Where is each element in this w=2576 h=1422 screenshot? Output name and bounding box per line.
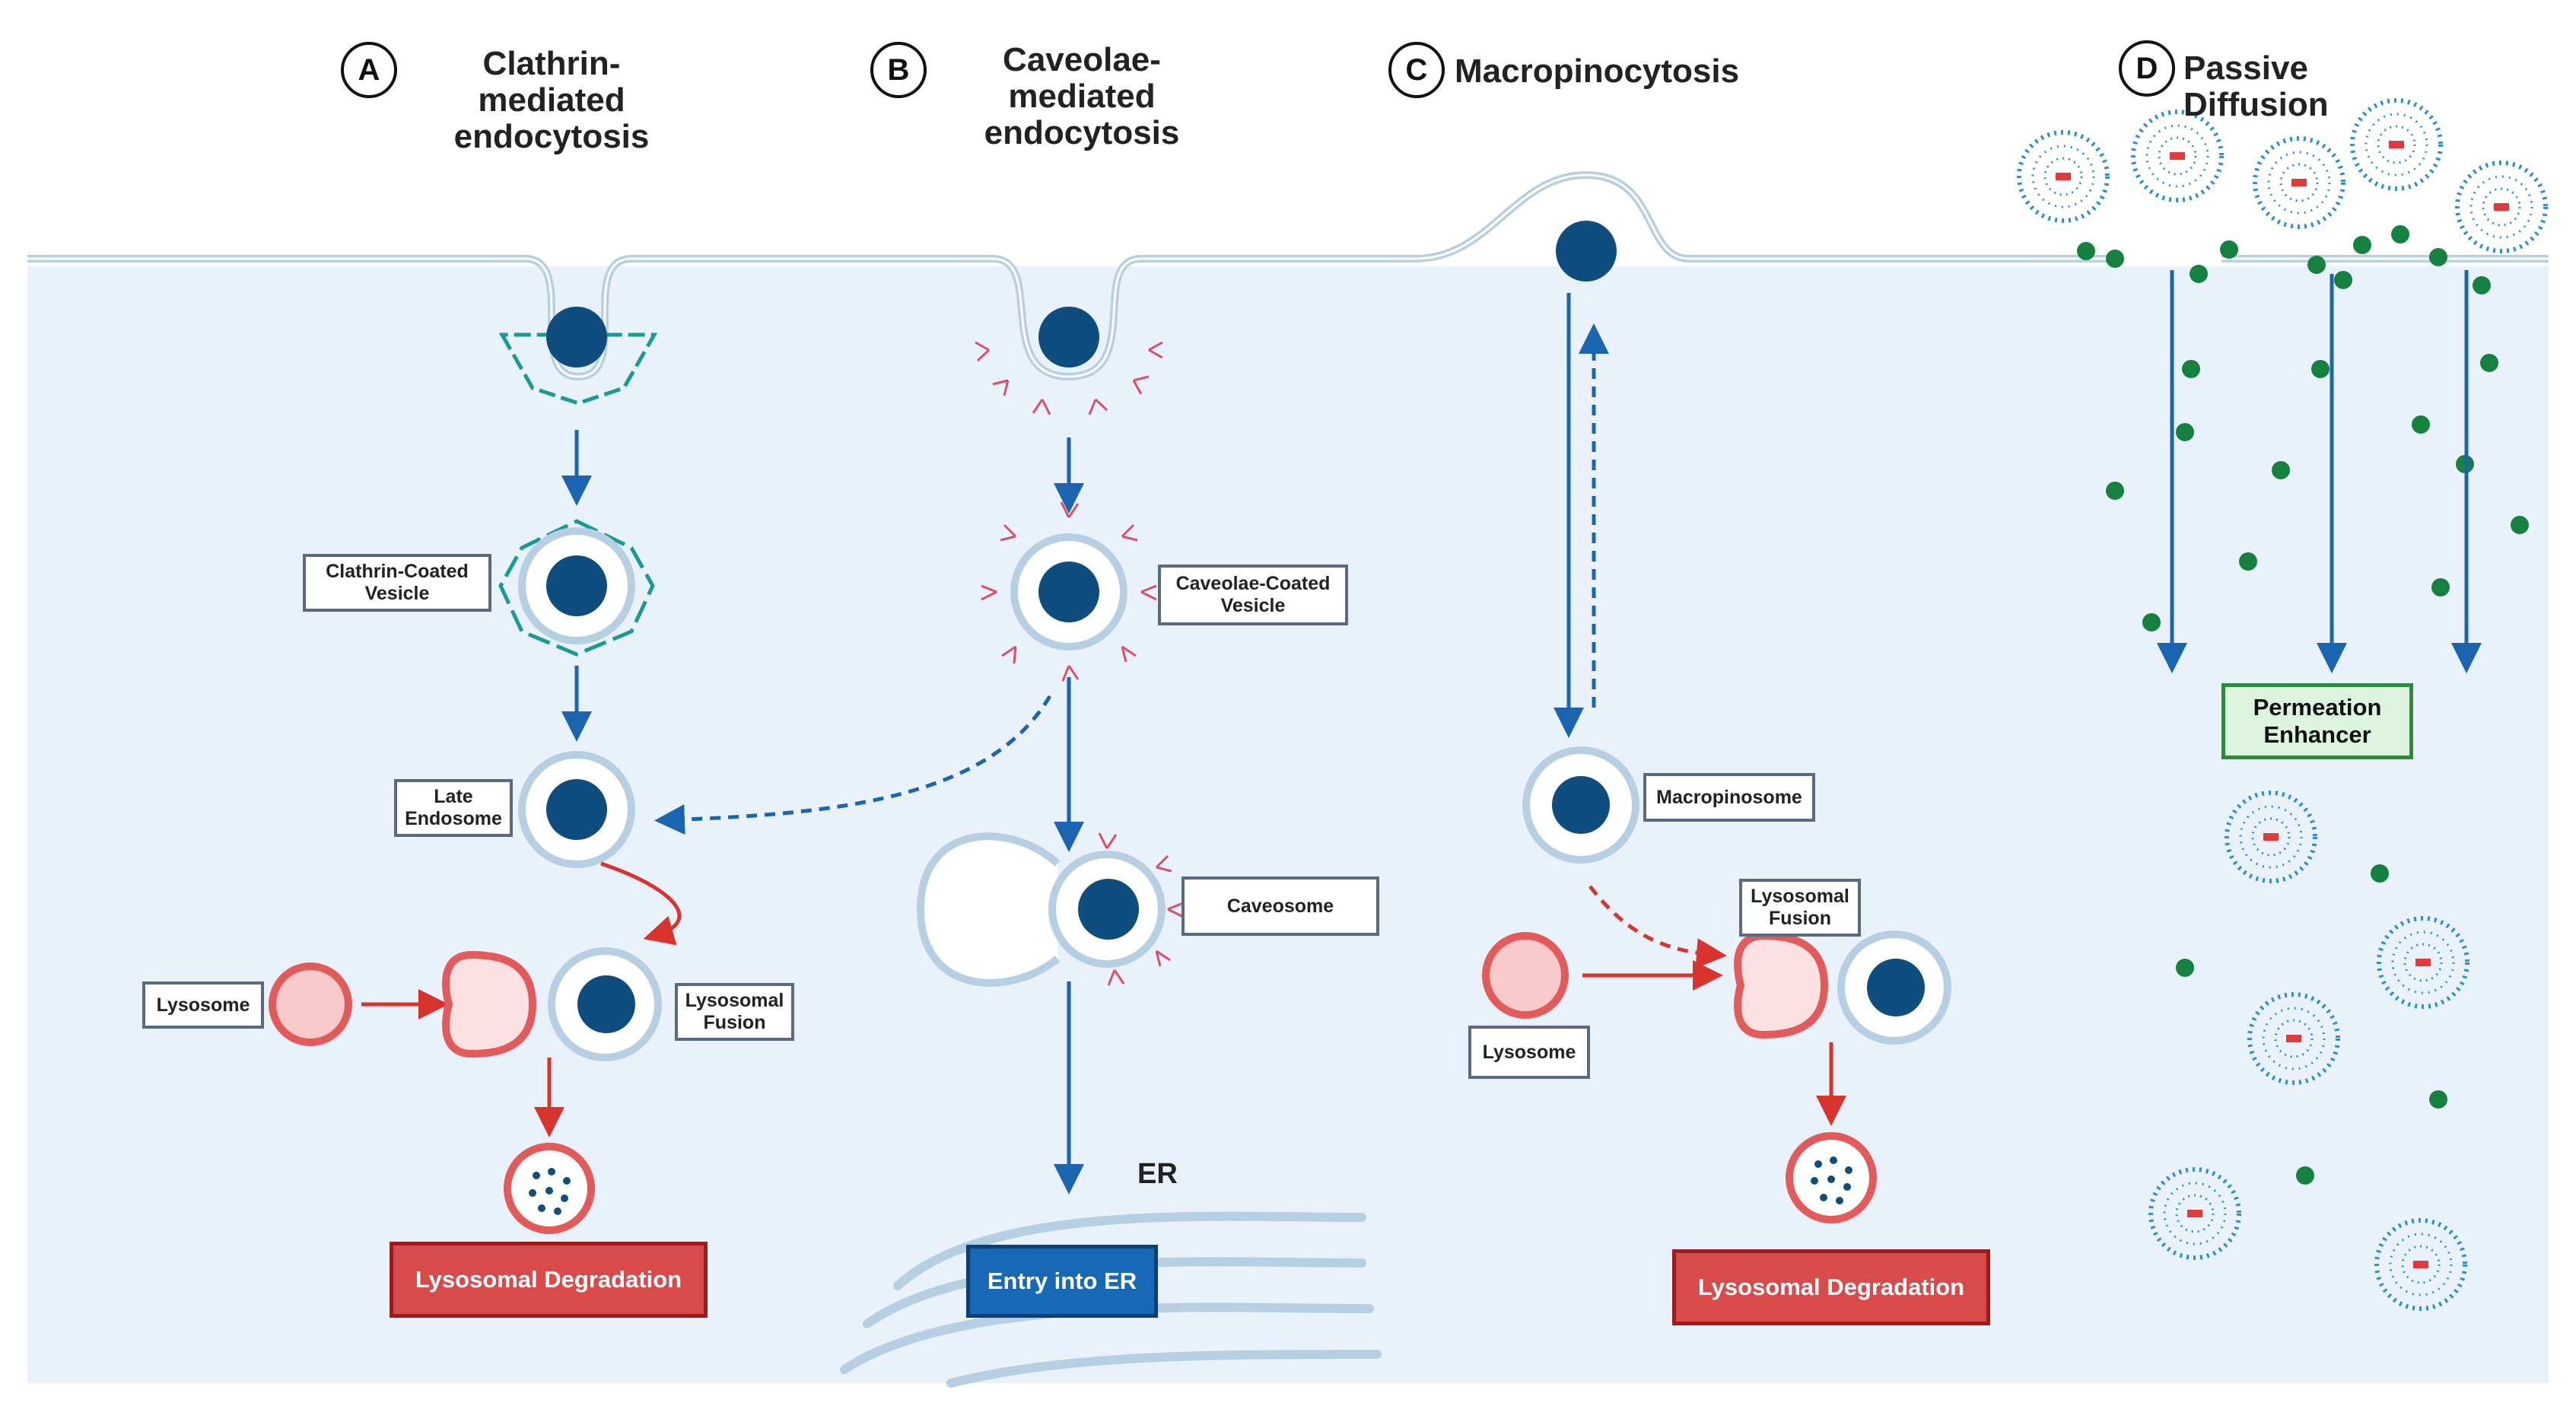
label-macropinosome: Macropinosome xyxy=(1643,773,1815,822)
badge-a: A xyxy=(341,42,397,98)
caveolae-coated-vesicle xyxy=(981,501,1157,682)
clathrin-coated-vesicle xyxy=(498,519,655,657)
box-lysosomal-degradation-c: Lysosomal Degradation xyxy=(1672,1249,1990,1325)
arrow-a3-red xyxy=(600,861,682,946)
heading-caveolae: Caveolae-mediated endocytosis xyxy=(937,42,1226,151)
box-entry-into-er: Entry into ER xyxy=(966,1245,1158,1318)
label-fusion-c-line1: Lysosomal xyxy=(1751,886,1849,907)
heading-passive-diffusion: Passive Diffusion xyxy=(2183,49,2329,123)
label-caveosome: Caveosome xyxy=(1181,876,1379,936)
lysosomal-fusion-c xyxy=(1734,931,1951,1045)
label-er: ER xyxy=(1137,1158,1178,1190)
label-fusion-c-line2: Fusion xyxy=(1769,908,1831,929)
drug-molecules xyxy=(2077,225,2529,1185)
heading-caveolae-line2: endocytosis xyxy=(984,114,1180,151)
label-caveolae-line1: Caveolae-Coated xyxy=(1175,573,1331,594)
caveola-pit xyxy=(975,307,1163,415)
arrow-b-dashed xyxy=(654,695,1052,835)
label-caveolae-line2: Vesicle xyxy=(1220,595,1286,616)
permeation-line1: Permeation xyxy=(2253,694,2382,721)
label-lysosome-c: Lysosome xyxy=(1468,1026,1590,1079)
badge-d: D xyxy=(2119,40,2175,97)
label-late-line2: Endosome xyxy=(405,808,502,829)
label-late-line1: Late xyxy=(434,786,473,807)
lysosomal-fusion-a xyxy=(442,947,662,1061)
heading-macropinocytosis: Macropinocytosis xyxy=(1455,52,1740,90)
plasma-membrane-inner xyxy=(27,173,2549,378)
caveosome xyxy=(916,832,1184,987)
heading-clathrin-line1: Clathrin-mediated xyxy=(478,45,625,119)
white-band xyxy=(0,0,2576,259)
macropinocytosis-cup xyxy=(1556,221,1617,282)
lysosome-a xyxy=(269,962,352,1046)
permeation-line2: Enhancer xyxy=(2263,721,2371,748)
badge-b: B xyxy=(870,42,927,98)
late-endosome xyxy=(518,751,635,868)
degraded-lysosome-c xyxy=(1786,1132,1877,1223)
label-fusion-a-line1: Lysosomal xyxy=(685,990,784,1011)
arrow-c-red-dashed xyxy=(1589,885,1727,969)
box-lysosomal-degradation-a: Lysosomal Degradation xyxy=(390,1242,708,1318)
macropinosome xyxy=(1522,746,1639,864)
label-clathrin-line2: Vesicle xyxy=(364,583,430,604)
label-lysosome-a: Lysosome xyxy=(142,981,264,1029)
heading-caveolae-line1: Caveolae-mediated xyxy=(1003,41,1161,115)
label-clathrin-line1: Clathrin-Coated xyxy=(326,561,469,582)
label-fusion-a-line2: Fusion xyxy=(703,1012,766,1033)
clathrin-pit xyxy=(498,307,658,406)
degraded-lysosome-a xyxy=(504,1143,595,1234)
lysosome-c xyxy=(1482,932,1569,1019)
heading-clathrin-line2: endocytosis xyxy=(453,118,650,155)
badge-c: C xyxy=(1388,42,1445,98)
heading-clathrin: Clathrin-mediated endocytosis xyxy=(411,46,692,155)
